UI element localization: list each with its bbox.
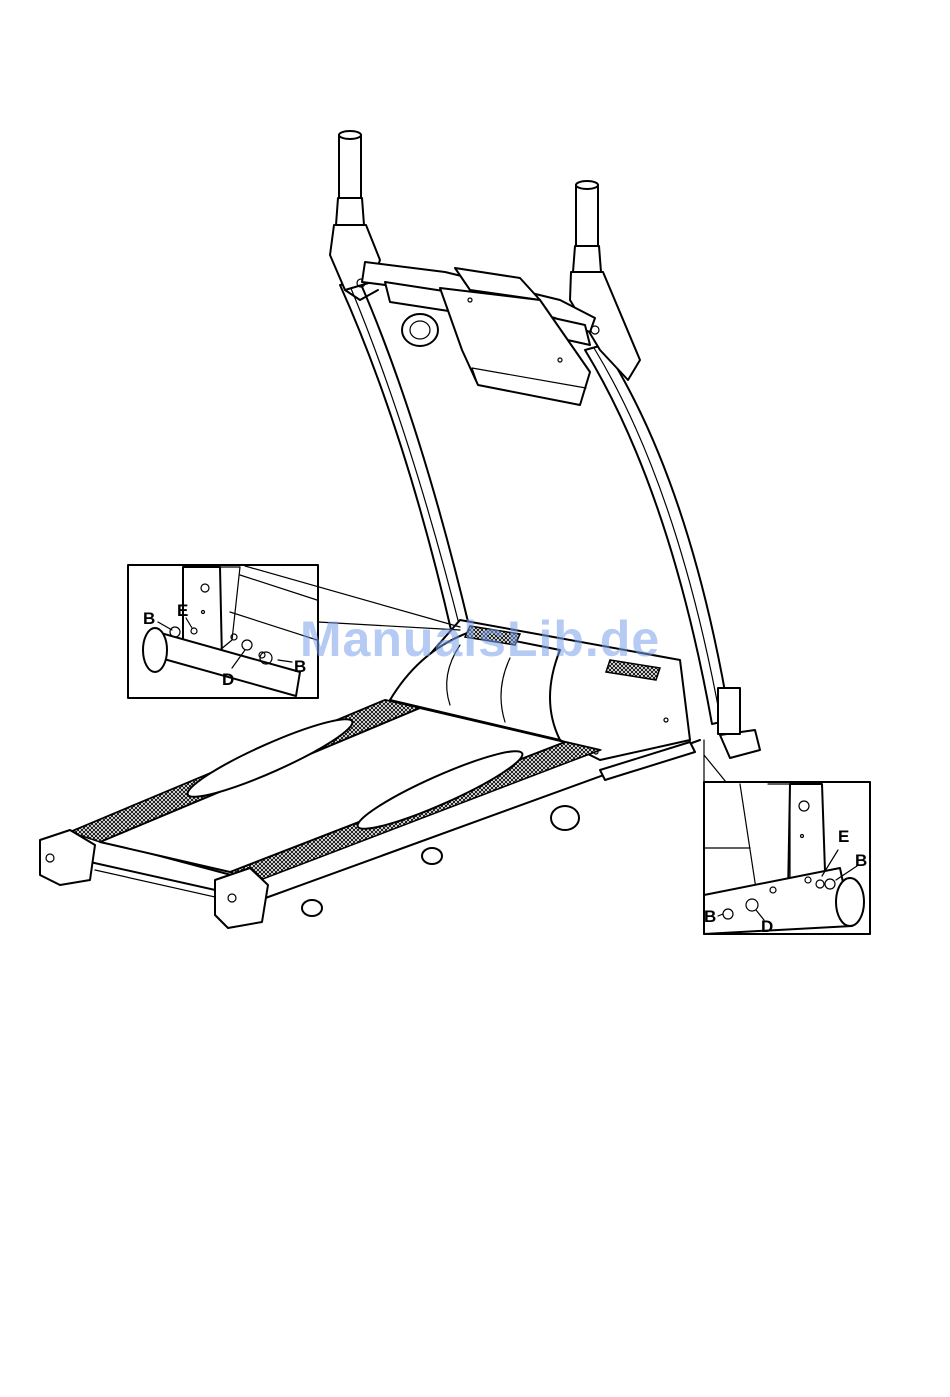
right-handlebar [570,181,640,380]
right-label-d: D [761,917,773,936]
right-label-b-top: B [855,851,867,870]
watermark: ManualsLib.de [290,610,670,668]
left-label-e: E [177,601,188,620]
right-detail-inset: E B B D [704,740,870,936]
right-label-e: E [838,827,849,846]
right-label-b-bottom: B [704,907,716,926]
left-label-d: D [222,670,234,689]
left-label-b-top: B [143,609,155,628]
